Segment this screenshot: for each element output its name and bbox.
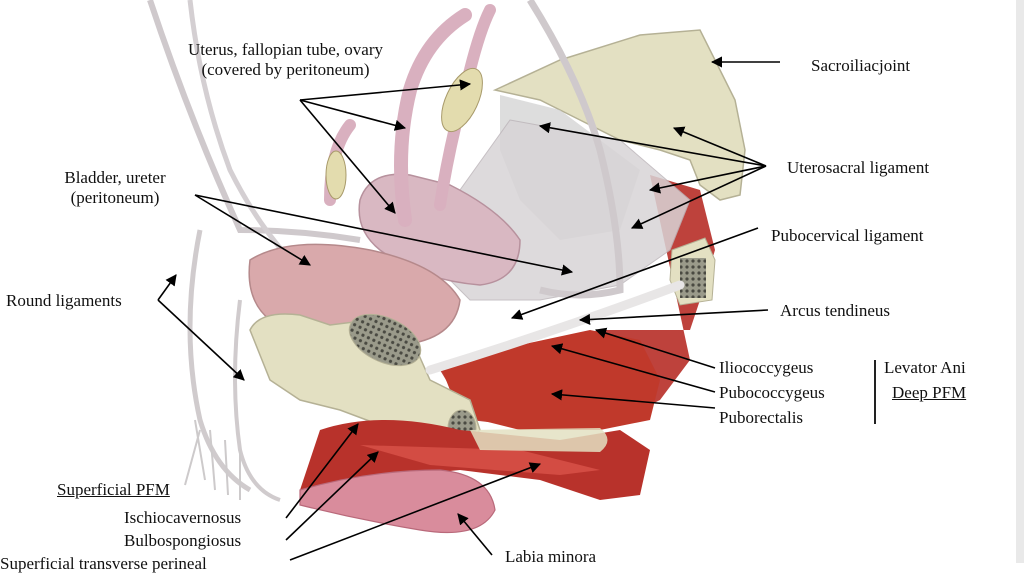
pubic-bone-section	[348, 313, 422, 367]
label-deep-pfm: Deep PFM	[892, 383, 967, 402]
annotation-arrows	[157, 56, 780, 561]
levator-divider	[874, 360, 876, 424]
label-pubocervical-ligament: Pubocervical ligament	[771, 226, 924, 245]
label-arcus-tendineus: Arcus tendineus	[780, 301, 891, 320]
round-ligament-1	[147, 0, 361, 243]
label-uterosacral-ligament: Uterosacral ligament	[787, 158, 930, 177]
label-superficial-transverse-perineal: Superficial transverse perineal	[0, 554, 207, 573]
labia-minora	[299, 469, 496, 534]
ovary	[441, 67, 483, 133]
label-bladder-line2: (peritoneum)	[70, 188, 160, 207]
label-uterus-line1: Uterus, fallopian tube, ovary	[188, 40, 383, 59]
arcus-tendineus-band	[425, 280, 685, 375]
label-uterus-line2: (covered by peritoneum)	[201, 60, 370, 79]
coccyx-cancellous	[680, 258, 706, 298]
label-round-ligaments: Round ligaments	[6, 291, 122, 310]
round-ligament-2	[187, 0, 302, 272]
label-superficial-pfm: Superficial PFM	[57, 480, 170, 499]
sacrum-bone	[492, 29, 746, 201]
label-bulbospongiosus: Bulbospongiosus	[124, 531, 242, 550]
label-sacroiliac-joint: Sacroiliacjoint	[811, 56, 911, 75]
round-ligament-lower-2	[233, 299, 281, 502]
fibres	[184, 419, 241, 500]
label-bladder: Bladder, ureter (peritoneum)	[40, 168, 190, 208]
label-iliococcygeus: Iliococcygeus	[719, 358, 814, 377]
label-uterus: Uterus, fallopian tube, ovary (covered b…	[158, 40, 413, 80]
label-labia-minora: Labia minora	[505, 547, 597, 566]
label-puborectalis: Puborectalis	[719, 408, 804, 427]
label-bladder-line1: Bladder, ureter	[64, 168, 166, 187]
levator-ani-muscle-lower	[440, 330, 660, 430]
ovary-small	[325, 150, 347, 200]
label-levator-ani: Levator Ani	[884, 358, 966, 377]
right-edge-strip	[1016, 0, 1024, 563]
label-pubococcygeus: Pubococcygeus	[719, 383, 825, 402]
vaginal-canal	[470, 428, 608, 452]
label-ischiocavernosus: Ischiocavernosus	[124, 508, 242, 527]
ureter	[527, 0, 624, 299]
